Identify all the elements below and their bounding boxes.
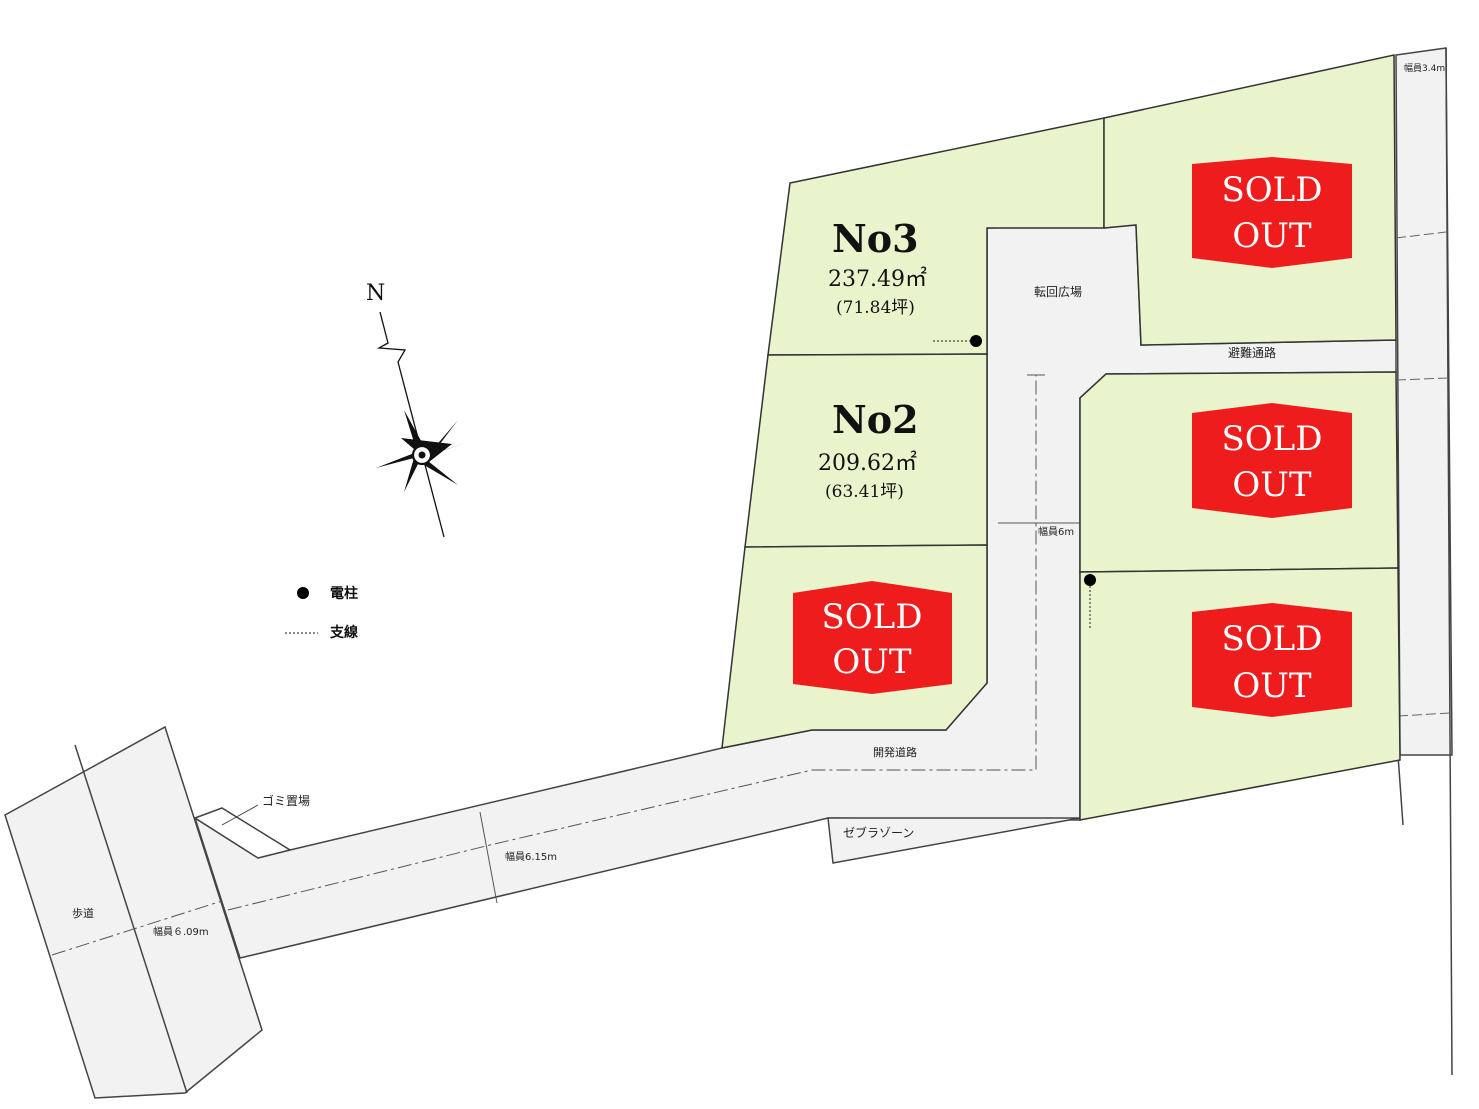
sold-out-badge-no4: SOLD OUT xyxy=(1192,157,1352,268)
garbage-area xyxy=(193,807,292,859)
sidewalk-edge xyxy=(74,744,188,1094)
width-6m-label: 幅員6m xyxy=(1038,525,1074,538)
svg-text:OUT: OUT xyxy=(832,642,912,682)
main-road xyxy=(4,725,263,1099)
utility-pole-2 xyxy=(1084,574,1096,586)
svg-text:OUT: OUT xyxy=(1232,216,1312,256)
svg-text:SOLD: SOLD xyxy=(1221,170,1322,210)
main-road-centerline xyxy=(51,899,226,956)
svg-text:SOLD: SOLD xyxy=(1221,419,1322,459)
lot-no3-number: No3 xyxy=(832,216,919,261)
svg-text:SOLD: SOLD xyxy=(821,597,922,637)
north-compass-icon: N xyxy=(366,281,466,538)
side-road-dash-1 xyxy=(1395,231,1447,239)
sidewalk-label: 歩道 xyxy=(72,906,94,920)
svg-text:OUT: OUT xyxy=(1232,465,1312,505)
width-measure-615 xyxy=(479,811,498,904)
lot-no2-area: 209.62㎡ xyxy=(818,450,917,476)
side-road-outer-edge xyxy=(1445,47,1453,1076)
sold-out-badge-no6: SOLD OUT xyxy=(1192,603,1352,717)
lot-no3-area: 237.49㎡ xyxy=(828,266,927,292)
svg-text:OUT: OUT xyxy=(1232,666,1312,706)
dev-road-label: 開発道路 xyxy=(873,745,917,759)
turnaround-label: 転回広場 xyxy=(1034,285,1082,299)
svg-text:N: N xyxy=(366,281,385,306)
dev-road-centerline xyxy=(227,375,1037,911)
garbage-label: ゴミ置場 xyxy=(262,793,310,808)
legend-pole-icon xyxy=(297,587,309,599)
width-34-label: 幅員3.4m xyxy=(1404,62,1445,74)
zebra-zone xyxy=(827,817,1081,864)
side-road-dash-3 xyxy=(1397,712,1451,717)
side-road xyxy=(1395,47,1453,756)
svg-text:SOLD: SOLD xyxy=(1221,619,1322,659)
side-road-dash-2 xyxy=(1395,377,1449,381)
lot-no3-tsubo: (71.84坪) xyxy=(836,298,915,318)
width-615-label: 幅員6.15m xyxy=(505,850,557,863)
lot-no2-tsubo: (63.41坪) xyxy=(825,482,904,502)
side-road-inner-edge xyxy=(1397,754,1404,826)
width-609-label: 幅員６.09m xyxy=(153,925,209,938)
sold-out-badge-no1: SOLD OUT xyxy=(793,581,952,694)
evacuation-label: 避難通路 xyxy=(1228,345,1276,360)
garbage-leader xyxy=(221,804,259,826)
sold-out-badge-no5: SOLD OUT xyxy=(1192,403,1352,518)
lot-no2-number: No2 xyxy=(832,397,919,442)
legend-pole-label: 電柱 xyxy=(330,585,358,602)
zebra-label: ゼブラゾーン xyxy=(843,825,914,840)
legend-wire-label: 支線 xyxy=(329,624,358,641)
utility-pole-1 xyxy=(970,335,982,347)
